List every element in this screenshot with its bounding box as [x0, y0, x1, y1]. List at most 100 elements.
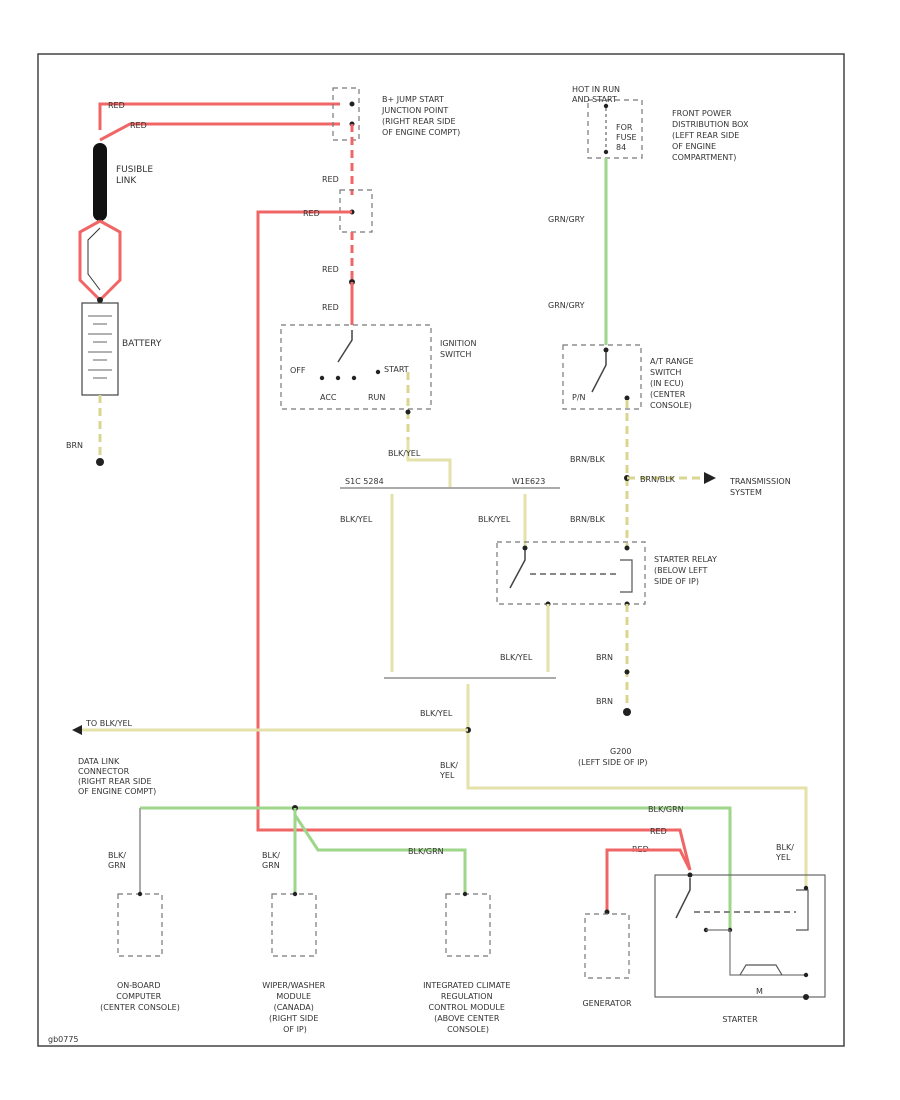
label-starter-relay-1: STARTER RELAY — [654, 555, 717, 564]
relay-coil — [620, 559, 633, 593]
label-blk-grn-stacked-1: BLK/ GRN — [108, 851, 128, 870]
label-fusible-link-1: FUSIBLE — [116, 165, 153, 175]
diagram-frame — [37, 53, 845, 1047]
label-at-range-switch-2: SWITCH — [650, 368, 681, 377]
label-front-power-box: FRONT POWER DISTRIBUTION BOX (LEFT REAR … — [672, 109, 751, 162]
starter-internal-wire — [706, 929, 806, 976]
junction-node-1 — [349, 101, 355, 107]
label-blk-grn-stacked-2b: GRN — [262, 861, 280, 870]
blk-grn-bus — [140, 806, 732, 930]
label-blk-yel-stacked-1a: BLK/ — [440, 761, 458, 770]
label-brn-blk-1: BRN/BLK — [570, 455, 606, 464]
label-starter: STARTER — [722, 1015, 758, 1024]
ignition-switch-blade — [337, 330, 353, 363]
ign-contact-start — [375, 369, 381, 375]
label-ignition-switch: IGNITION SWITCH — [440, 339, 479, 359]
label-blk-yel-4: BLK/YEL — [500, 653, 533, 662]
label-ground-1: G200 — [610, 747, 631, 756]
label-splice-right: W1E623 — [512, 477, 545, 486]
label-red-7: RED — [650, 827, 667, 836]
jump-start-junction-box — [332, 87, 360, 141]
relay-node-right — [624, 545, 630, 551]
label-transmission-system-2: SYSTEM — [730, 488, 762, 497]
label-data-link: DATA LINK CONNECTOR (RIGHT REAR SIDE OF … — [78, 757, 156, 796]
label-blk-grn-stacked-2a: BLK/ — [262, 851, 280, 860]
label-front-power-box-4: OF ENGINE — [672, 142, 716, 151]
battery-node — [97, 297, 103, 303]
battery-ground-node — [96, 458, 104, 466]
label-starter-relay: STARTER RELAY (BELOW LEFT SIDE OF IP) — [654, 555, 719, 586]
label-blk-grn-1: BLK/GRN — [648, 805, 684, 814]
label-ground-2: (LEFT SIDE OF IP) — [578, 758, 647, 767]
label-front-power-box-1: FRONT POWER — [672, 109, 732, 118]
label-onboard-computer: ON-BOARD COMPUTER (CENTER CONSOLE) — [100, 981, 180, 1012]
label-brn-relay: BRN — [596, 653, 613, 662]
climate-module-box — [445, 893, 491, 957]
label-data-link-3: (RIGHT REAR SIDE — [78, 777, 152, 786]
label-blk-yel-1: BLK/YEL — [388, 449, 421, 458]
label-generator: GENERATOR — [582, 999, 632, 1008]
red-wire-battery-top — [98, 102, 340, 130]
label-hot-in-run-2: AND START — [572, 95, 617, 104]
label-fuse-1: FOR — [616, 123, 633, 132]
fuse-node-top — [603, 103, 609, 109]
label-fuse: FOR FUSE 84 — [616, 123, 639, 152]
label-at-range-switch-5: CONSOLE) — [650, 401, 692, 410]
label-blk-yel-3: BLK/YEL — [478, 515, 511, 524]
label-front-power-box-2: DISTRIBUTION BOX — [672, 120, 749, 129]
label-wiper-module-2: MODULE — [276, 992, 311, 1001]
generator-box — [584, 913, 630, 979]
label-climate-module-5: CONSOLE) — [447, 1025, 489, 1034]
label-climate-module: INTEGRATED CLIMATE REGULATION CONTROL MO… — [423, 981, 513, 1034]
label-brn-blk-2: BRN/BLK — [640, 475, 676, 484]
label-wiper-module-4: (RIGHT SIDE — [269, 1014, 318, 1023]
label-at-range-switch-1: A/T RANGE — [650, 357, 694, 366]
ignition-switch-box — [280, 324, 432, 410]
blk-grn-climate — [293, 814, 467, 892]
label-climate-module-3: CONTROL MODULE — [429, 1003, 505, 1012]
label-blk-yel-5: BLK/YEL — [420, 709, 453, 718]
label-brn-battery: BRN — [66, 441, 83, 450]
label-fuse-3: 84 — [616, 143, 626, 152]
label-blk-yel-stacked-2a: BLK/ — [776, 843, 794, 852]
label-blk-yel-stacked-1: BLK/ YEL — [439, 761, 460, 780]
generator-pin — [604, 909, 610, 915]
label-fusible-link: FUSIBLE LINK — [116, 165, 156, 186]
label-p-n: P/N — [572, 393, 586, 402]
label-wiper-module-5: OF IP) — [283, 1025, 307, 1034]
blk-yel-main-drop — [466, 684, 808, 886]
label-blk-yel-stacked-1b: YEL — [439, 771, 455, 780]
label-ignition-switch-2: SWITCH — [440, 350, 471, 359]
fusible-link — [93, 143, 107, 221]
label-grn-gry-1: GRN/GRY — [548, 215, 585, 224]
label-blk-yel-stacked-2b: YEL — [775, 853, 791, 862]
battery-icon — [81, 302, 119, 396]
label-jump-start-3: (RIGHT REAR SIDE — [382, 117, 456, 126]
starter-s-terminal — [803, 885, 809, 891]
label-to-blk-yel: TO BLK/YEL — [85, 719, 133, 728]
onboard-pin — [137, 891, 143, 897]
label-jump-start: B+ JUMP START JUNCTION POINT (RIGHT REAR… — [381, 95, 460, 137]
label-ignition-switch-1: IGNITION — [440, 339, 476, 348]
label-blk-grn-stacked-2: BLK/ GRN — [262, 851, 282, 870]
label-brn-ground: BRN — [596, 697, 613, 706]
label-fusible-link-2: LINK — [116, 176, 137, 186]
label-transmission-system: TRANSMISSION SYSTEM — [729, 477, 793, 497]
label-starter-relay-3: SIDE OF IP) — [654, 577, 699, 586]
label-onboard-computer-3: (CENTER CONSOLE) — [100, 1003, 180, 1012]
starter-relay-box — [496, 541, 646, 605]
starter-ground-node — [803, 994, 809, 1000]
starter-box — [654, 874, 826, 998]
label-red-3: RED — [322, 175, 339, 184]
label-hot-in-run-1: HOT IN RUN — [572, 85, 620, 94]
ign-output-wire — [406, 440, 452, 488]
ign-output-node — [405, 409, 411, 415]
label-climate-module-1: INTEGRATED CLIMATE — [423, 981, 510, 990]
label-wiper-module: WIPER/WASHER MODULE (CANADA) (RIGHT SIDE… — [262, 981, 328, 1034]
label-onboard-computer-2: COMPUTER — [116, 992, 161, 1001]
at-switch-blade — [591, 352, 607, 393]
relay-node-left — [522, 545, 528, 551]
label-red-5: RED — [322, 265, 339, 274]
climate-pin — [462, 891, 468, 897]
